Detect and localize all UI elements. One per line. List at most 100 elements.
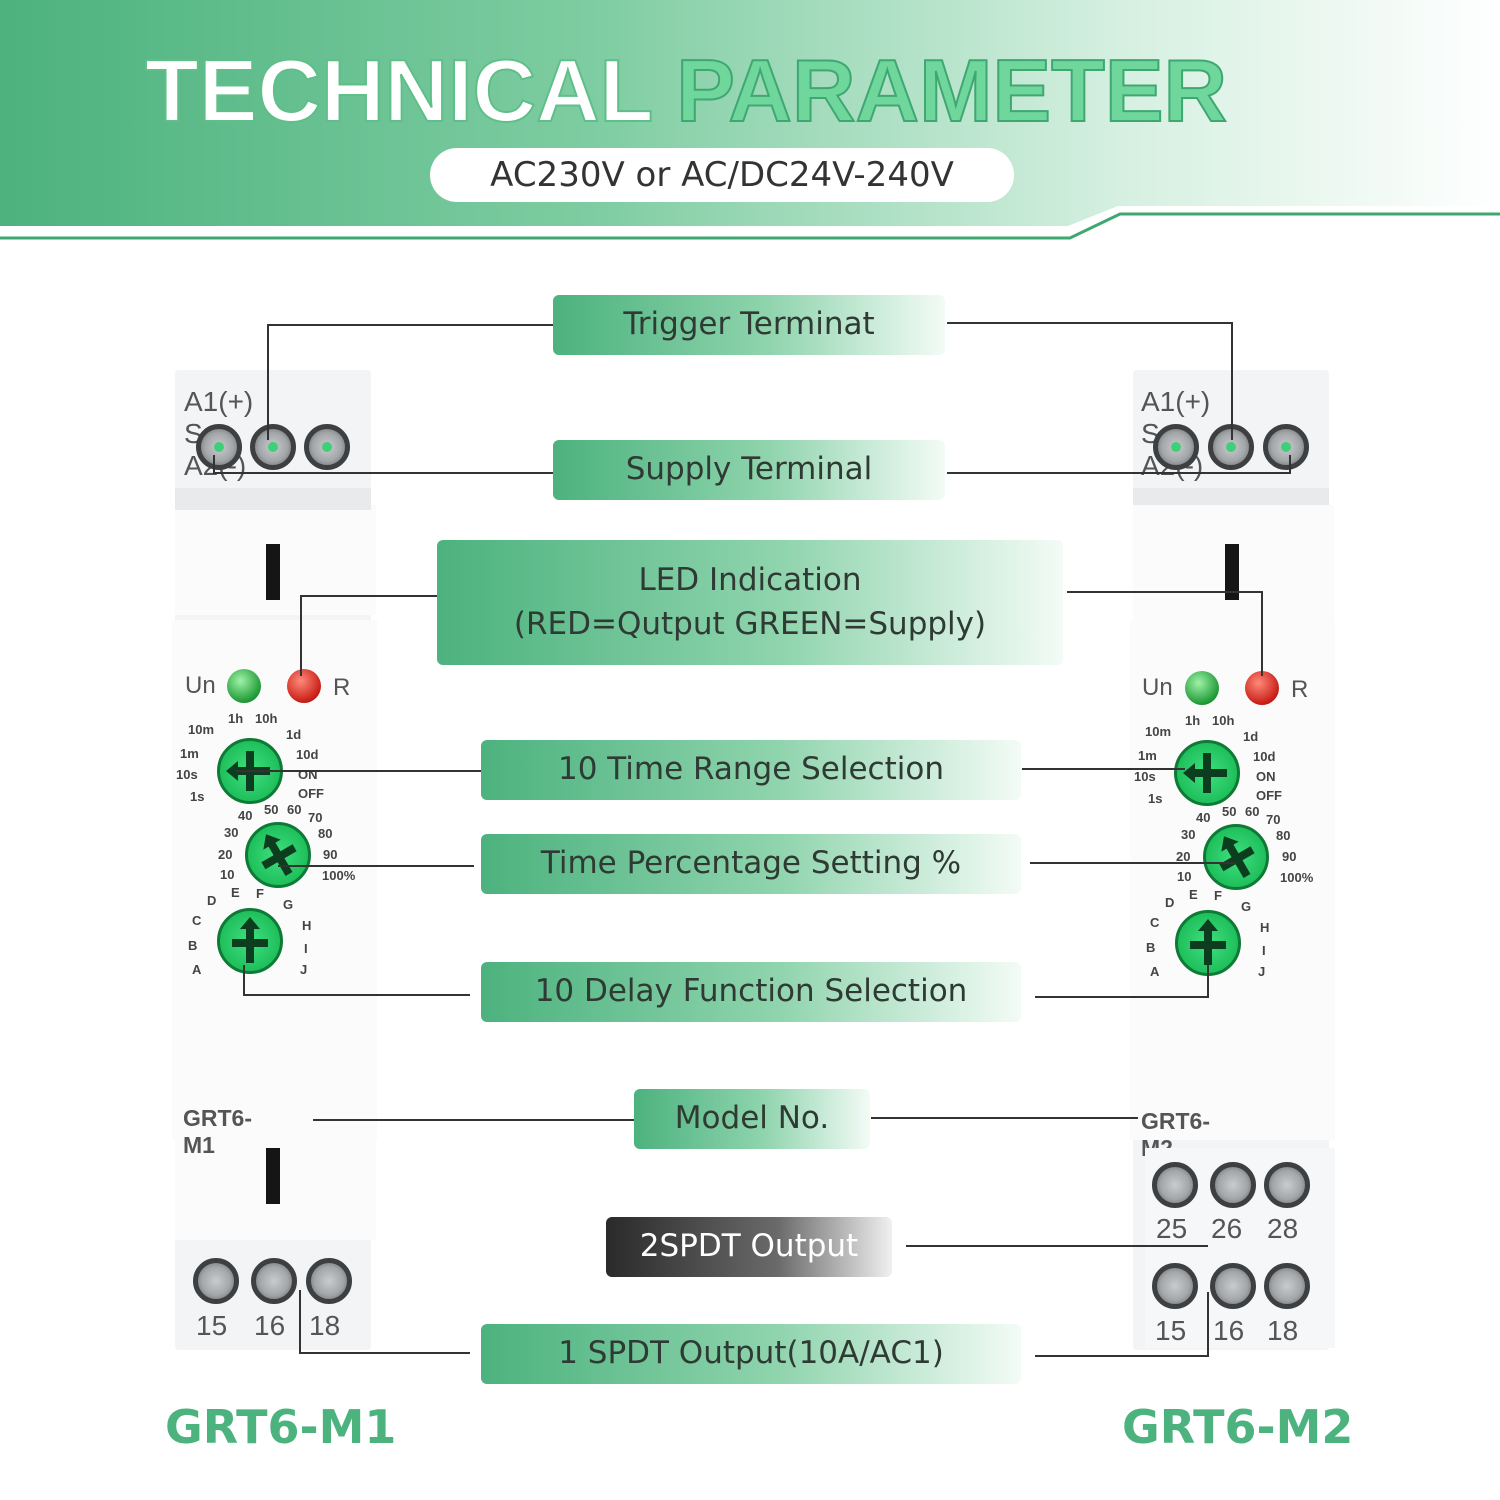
time-range-knob[interactable] — [1174, 740, 1240, 806]
func-tick: B — [1146, 940, 1156, 955]
range-tick: 10h — [1212, 713, 1235, 728]
range-tick: 10d — [1253, 749, 1276, 764]
terminal-screw-a1 — [196, 424, 242, 470]
func-tick: B — [188, 938, 198, 953]
range-tick: OFF — [298, 786, 324, 801]
func-tick: G — [283, 897, 294, 912]
voltage-badge: AC230V or AC/DC24V-240V — [430, 148, 1014, 202]
func-tick: E — [231, 885, 240, 900]
knob-arrow-up-icon — [1219, 836, 1255, 879]
func-tick: C — [192, 913, 202, 928]
page-title: TECHNICAL PARAMETER — [144, 40, 1228, 141]
label-trigger-terminal: Trigger Terminat — [553, 295, 945, 355]
range-tick: 1d — [286, 727, 302, 742]
pct-tick: 40 — [1196, 810, 1211, 825]
model-name-m2: GRT6-M2 — [1122, 1400, 1354, 1454]
terminal-screw-25 — [1152, 1162, 1198, 1208]
range-tick: 10h — [255, 711, 278, 726]
pct-tick: 70 — [1266, 812, 1281, 827]
delay-function-knob[interactable] — [1175, 910, 1241, 976]
pct-tick: 10 — [220, 867, 235, 882]
pct-tick: 90 — [323, 847, 338, 862]
time-percentage-knob[interactable] — [1203, 824, 1269, 890]
func-tick: A — [192, 962, 202, 977]
func-tick: H — [1260, 920, 1270, 935]
indicator-slot — [1225, 544, 1239, 600]
label-time-range-selection: 10 Time Range Selection — [481, 740, 1021, 800]
func-tick: J — [300, 962, 308, 977]
range-tick: 1h — [228, 711, 244, 726]
pct-tick: 100% — [1280, 870, 1314, 885]
func-tick: D — [1165, 895, 1175, 910]
pct-tick: 80 — [318, 826, 333, 841]
terminal-label-26: 26 — [1211, 1213, 1243, 1244]
label-1spdt-output: 1 SPDT Output(10A/AC1) — [481, 1324, 1021, 1384]
func-tick: I — [304, 941, 308, 956]
range-tick: ON — [1256, 769, 1276, 784]
pct-tick: 20 — [218, 847, 233, 862]
led-label-r: R — [333, 674, 351, 701]
pct-tick: 90 — [1282, 849, 1297, 864]
led-label-un: Un — [185, 672, 216, 699]
range-tick: 10s — [1134, 769, 1156, 784]
label-led-indication: LED Indication (RED=Qutput GREEN=Supply) — [437, 540, 1063, 665]
terminal-label-18: 18 — [309, 1310, 341, 1341]
knob-arrow-up-icon — [261, 834, 297, 877]
led-label-r: R — [1291, 676, 1309, 703]
pct-tick: 60 — [1245, 804, 1260, 819]
delay-function-knob[interactable] — [217, 908, 283, 974]
func-tick: H — [302, 918, 312, 933]
model-code-label: GRT6-M1 — [183, 1105, 252, 1158]
terminal-label-16: 16 — [1213, 1315, 1245, 1346]
func-tick: F — [1214, 888, 1222, 903]
supply-led — [227, 669, 261, 703]
pct-tick: 10 — [1177, 869, 1192, 884]
terminal-screw-a2 — [1263, 424, 1309, 470]
terminal-screw-a2 — [304, 424, 350, 470]
terminal-screw-18 — [1264, 1263, 1310, 1309]
pct-tick: 100% — [322, 868, 356, 883]
indicator-slot — [266, 1148, 280, 1204]
label-time-percentage-setting: Time Percentage Setting % — [481, 834, 1021, 894]
terminal-screw-s — [250, 424, 296, 470]
func-tick: G — [1241, 899, 1252, 914]
label-supply-terminal: Supply Terminal — [553, 440, 945, 500]
range-tick: 1s — [1148, 791, 1163, 806]
range-tick: 1s — [190, 789, 205, 804]
pct-tick: 20 — [1176, 849, 1191, 864]
terminal-screw-15 — [1152, 1263, 1198, 1309]
label-model-no: Model No. — [634, 1089, 870, 1149]
terminal-screw-28 — [1264, 1162, 1310, 1208]
terminal-label-18: 18 — [1267, 1315, 1299, 1346]
terminal-screw-15 — [193, 1258, 239, 1304]
pct-tick: 30 — [1181, 827, 1196, 842]
terminal-label-15: 15 — [1155, 1315, 1187, 1346]
pct-tick: 50 — [264, 802, 279, 817]
time-percentage-knob[interactable] — [245, 822, 311, 888]
label-delay-function-selection: 10 Delay Function Selection — [481, 962, 1021, 1022]
knob-arrow-up-icon — [1190, 919, 1226, 965]
func-tick: J — [1258, 964, 1266, 979]
terminal-label-28: 28 — [1267, 1213, 1299, 1244]
terminal-label-16: 16 — [254, 1310, 286, 1341]
model-name-m1: GRT6-M1 — [165, 1400, 397, 1454]
pct-tick: 40 — [238, 808, 253, 823]
range-tick: 10m — [188, 722, 215, 737]
pct-tick: 30 — [224, 825, 239, 840]
terminal-screw-18 — [306, 1258, 352, 1304]
pct-tick: 50 — [1222, 804, 1237, 819]
range-tick: 1m — [1138, 748, 1157, 763]
pct-tick: 70 — [308, 810, 323, 825]
range-tick: 1h — [1185, 713, 1201, 728]
func-tick: C — [1150, 915, 1160, 930]
header-divider — [0, 206, 1500, 245]
knob-arrow-up-icon — [232, 917, 268, 963]
led-label-un: Un — [1142, 674, 1173, 701]
terminal-screw-16 — [251, 1258, 297, 1304]
terminal-label-15: 15 — [196, 1310, 228, 1341]
func-tick: I — [1262, 943, 1266, 958]
label-2spdt-output: 2SPDT Output — [606, 1217, 892, 1277]
output-led — [287, 669, 321, 703]
range-tick: 10m — [1145, 724, 1172, 739]
